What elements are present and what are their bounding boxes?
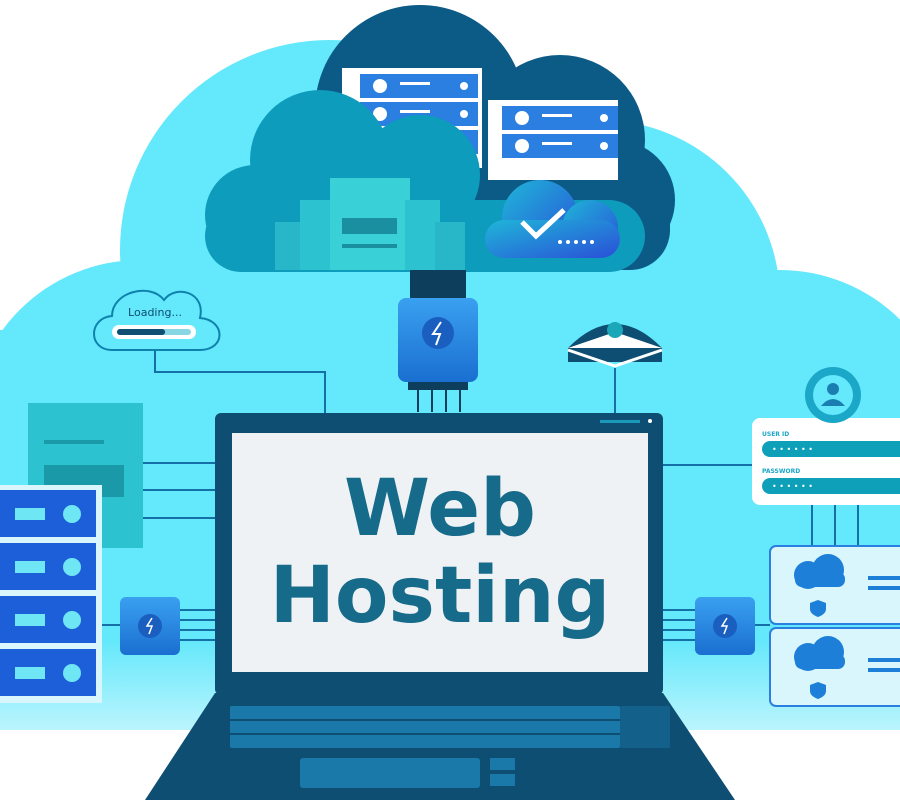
right-connector-plug: [695, 597, 755, 655]
touchpad: [300, 758, 480, 788]
loading-label: Loading...: [128, 306, 182, 319]
right-server-units: [769, 545, 900, 707]
laptop-screen: [232, 433, 648, 672]
connection-lines: [100, 350, 859, 641]
lightning-icon: [145, 617, 154, 635]
shield-icon: [810, 682, 826, 699]
login-panel: USER ID • • • • • • PASSWORD • • • • • •: [752, 367, 900, 505]
screen-title-hosting: Hosting: [270, 551, 611, 641]
password-field[interactable]: [762, 478, 900, 494]
screen-title-web: Web: [344, 464, 536, 554]
user-id-label: USER ID: [762, 431, 789, 438]
left-connector-plug: [120, 597, 180, 655]
password-label: PASSWORD: [762, 468, 800, 475]
password-value: • • • • • •: [772, 482, 813, 491]
document-stack: [275, 178, 465, 270]
shield-icon: [810, 600, 826, 617]
check-cloud: [485, 180, 620, 258]
top-connector-plug: [398, 270, 478, 412]
left-server-rack: [0, 485, 102, 703]
lightning-icon: [720, 617, 729, 635]
laptop: Web Hosting: [145, 413, 735, 800]
lightning-icon: [431, 321, 442, 346]
user-icon: [821, 383, 845, 406]
keyboard: [230, 706, 670, 788]
loading-progress-bar: [117, 329, 166, 335]
check-icon: [520, 208, 566, 240]
envelope-icon: [567, 322, 663, 368]
user-id-value: • • • • • •: [772, 445, 813, 454]
user-id-field[interactable]: [762, 441, 900, 457]
loading-cloud: Loading...: [93, 289, 221, 351]
cloud-server-rack-right: [488, 100, 618, 180]
